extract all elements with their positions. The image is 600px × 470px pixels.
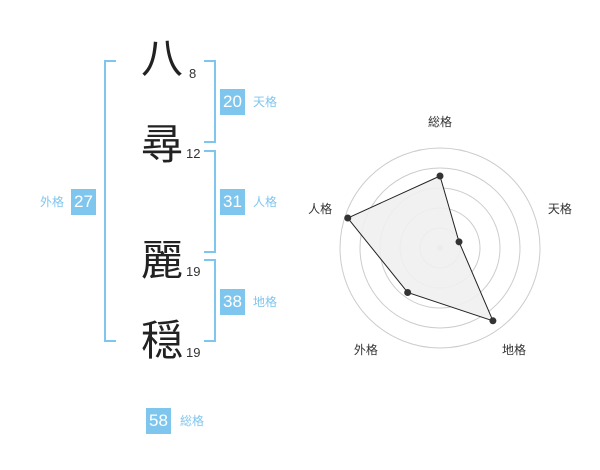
jinkaku-label: 人格: [253, 195, 278, 209]
gaikaku-value: 27: [71, 189, 96, 215]
stroke-count-4: 19: [186, 345, 201, 360]
soukaku-value: 58: [146, 408, 171, 434]
chikaku-label: 地格: [253, 295, 278, 309]
chikaku-bracket: [204, 259, 216, 342]
radar-ring: [339, 147, 541, 349]
radar-polygon: [346, 175, 494, 322]
radar-axis-label-4: 外格: [354, 342, 378, 357]
stroke-count-1: 8: [189, 66, 197, 81]
jinkaku-bracket: [204, 150, 216, 253]
radar-ring: [359, 167, 521, 329]
gaikaku-label: 外格: [40, 195, 65, 209]
stroke-count-3: 19: [186, 264, 201, 279]
radar-axis-label-5: 人格: [308, 201, 332, 216]
name-char-4: 穏: [141, 316, 184, 365]
radar-points: [344, 172, 497, 325]
chikaku-value: 38: [220, 289, 245, 315]
radar-point-5: [344, 214, 352, 222]
name-char-1: 八: [141, 34, 184, 83]
jinkaku-value: 31: [220, 189, 245, 215]
gaikaku-bracket: [104, 60, 116, 342]
radar-point-1: [436, 172, 444, 180]
tenkaku-label: 天格: [253, 95, 278, 109]
name-char-3: 麗: [141, 236, 184, 285]
radar-point-2: [455, 238, 463, 246]
tenkaku-value: 20: [220, 89, 245, 115]
soukaku-label: 総格: [180, 414, 205, 428]
name-char-2: 尋: [141, 120, 184, 169]
radar-point-3: [489, 317, 497, 325]
stroke-count-2: 12: [186, 146, 201, 161]
radar-axis-label-3: 地格: [502, 342, 526, 357]
radar-point-4: [404, 288, 412, 296]
radar-axis-label-2: 天格: [548, 201, 572, 216]
tenkaku-bracket: [204, 60, 216, 143]
radar-axis-label-1: 総格: [428, 114, 452, 129]
